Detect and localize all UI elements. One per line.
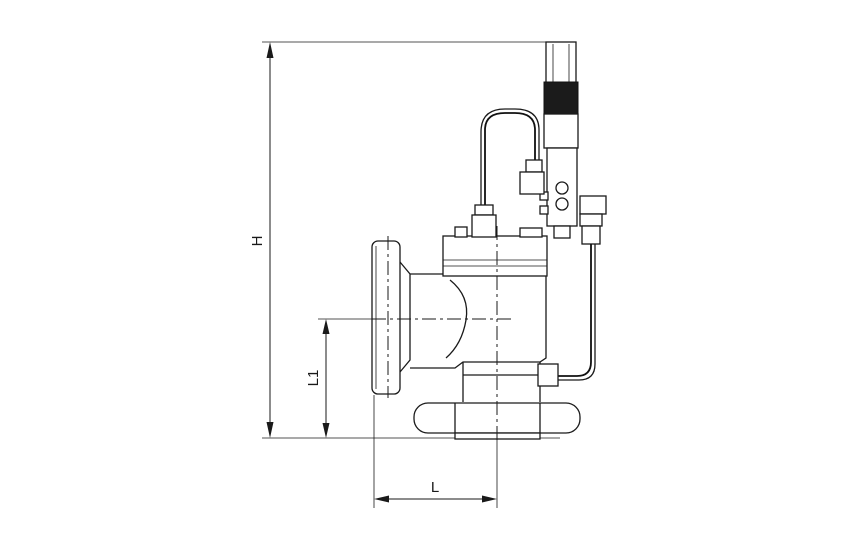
pilot-spring-housing [543,113,579,149]
pilot-side-fitting-2 [539,205,549,215]
body-outline [410,273,547,369]
bonnet-bolt-right [519,227,543,238]
pilot-port-upper [555,181,569,195]
bonnet-tube-fitting [471,214,497,238]
exhaust-tube-outer [557,244,596,381]
sensing-tube-loop-outer [480,108,540,222]
arrowhead-l-left [374,495,389,503]
arrowhead-bottom [266,422,274,438]
tube-elbow [519,171,545,195]
inlet-flange [371,240,401,395]
dimension-l1: L1 [305,318,372,438]
sensing-tube-loop [484,112,536,222]
pilot-outlet-nut [579,213,603,227]
tube-fitting-upper [525,159,543,173]
pilot-assembly [471,41,607,387]
pilot-outlet-elbow [579,195,607,215]
pilot-lock-nut [543,81,579,115]
outlet-neck [462,362,541,402]
dimension-label-l: L [431,479,439,496]
valve-body [371,226,581,440]
center-lines [372,226,512,440]
exhaust-tube-connector [537,363,559,387]
outlet-flange-hub [454,403,541,433]
dimension-l: L [373,395,498,508]
dimension-label-h: H [249,236,266,247]
arrowhead-l-right [482,495,497,503]
exhaust-tube [557,244,592,377]
bonnet-bolt-left [454,226,468,238]
arrowhead-top [266,42,274,58]
bonnet-tube-nut [474,204,494,216]
pilot-base-nut [553,225,571,239]
internal-bore [445,279,468,359]
pilot-outlet-fitting [581,225,601,245]
bonnet [442,235,548,277]
pilot-port-lower [555,197,569,211]
dimension-label-l1: L1 [305,370,322,387]
inlet-neck [399,261,411,373]
arrowhead-l1-top [322,319,330,334]
pilot-cap [545,41,577,85]
arrowhead-l1-bottom [322,423,330,438]
